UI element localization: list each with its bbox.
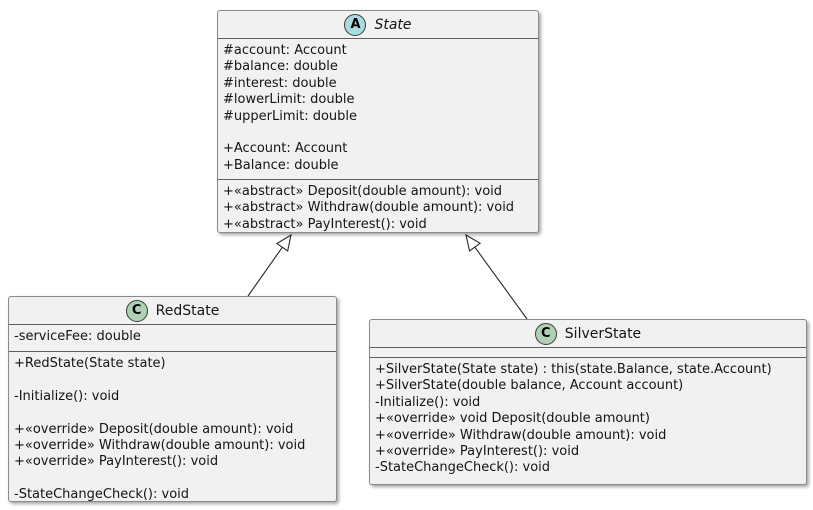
method-row: -StateChangeCheck(): void (14, 487, 190, 501)
method-row (14, 372, 331, 388)
methods-compartment-state: +«abstract» Deposit(double amount): void… (218, 179, 538, 232)
method-row: +«override» void Deposit(double amount) (375, 411, 650, 427)
method-row: +RedState(State state) (14, 356, 166, 371)
method-row: +«override» Withdraw(double amount): voi… (14, 438, 306, 453)
method-row: +«override» PayInterest(): void (14, 454, 219, 470)
attribute-row: +Account: Account (223, 141, 348, 157)
class-title-state: A State (218, 11, 538, 38)
inheritance-arrow-redstate-to-state (247, 233, 292, 297)
method-row: -StateChangeCheck(): void (375, 460, 551, 476)
method-row: +«override» PayInterest(): void (375, 444, 580, 460)
attribute-row: #lowerLimit: double (223, 92, 355, 108)
method-row (14, 405, 331, 421)
methods-compartment-redstate: +RedState(State state) -Initialize(): vo… (9, 351, 336, 501)
method-row: +«abstract» Deposit(double amount): void (223, 184, 503, 199)
class-name-state: State (374, 16, 412, 33)
method-row: +«abstract» PayInterest(): void (223, 216, 427, 232)
methods-compartment-silverstate: +SilverState(State state) : this(state.B… (370, 357, 806, 484)
attribute-row: +Balance: double (223, 157, 339, 173)
method-row: +«override» Deposit(double amount): void (14, 421, 294, 437)
method-row: -Initialize(): void (14, 388, 120, 404)
method-row: +SilverState(State state) : this(state.B… (375, 362, 772, 377)
method-row: +«abstract» Withdraw(double amount): voi… (223, 200, 515, 216)
class-icon: C (534, 322, 557, 345)
attributes-compartment-state: #account: Account #balance: double #inte… (218, 38, 538, 179)
class-icon: C (125, 299, 148, 322)
class-name-redstate: RedState (155, 302, 220, 319)
class-title-silverstate: C SilverState (370, 320, 806, 347)
attributes-compartment-redstate: -serviceFee: double (9, 324, 336, 351)
attribute-row (223, 125, 533, 141)
class-box-state: A State #account: Account #balance: doub… (217, 10, 539, 233)
class-box-redstate: C RedState -serviceFee: double +RedState… (8, 296, 337, 502)
class-title-redstate: C RedState (9, 297, 336, 324)
abstract-class-icon: A (344, 13, 367, 36)
attribute-row: #interest: double (223, 75, 337, 91)
method-row: -Initialize(): void (375, 394, 481, 410)
attribute-row: #upperLimit: double (223, 108, 358, 124)
attributes-compartment-silverstate (370, 347, 806, 357)
method-row (14, 471, 331, 487)
attribute-row: #balance: double (223, 59, 338, 75)
attribute-row: -serviceFee: double (14, 329, 141, 344)
class-box-silverstate: C SilverState +SilverState(State state) … (369, 319, 807, 485)
method-row: +SilverState(double balance, Account acc… (375, 378, 684, 394)
attribute-row: #account: Account (223, 43, 347, 58)
method-row: +«override» Withdraw(double amount): voi… (375, 427, 667, 443)
inheritance-arrow-silverstate-to-state (465, 233, 528, 320)
class-name-silverstate: SilverState (564, 325, 642, 342)
